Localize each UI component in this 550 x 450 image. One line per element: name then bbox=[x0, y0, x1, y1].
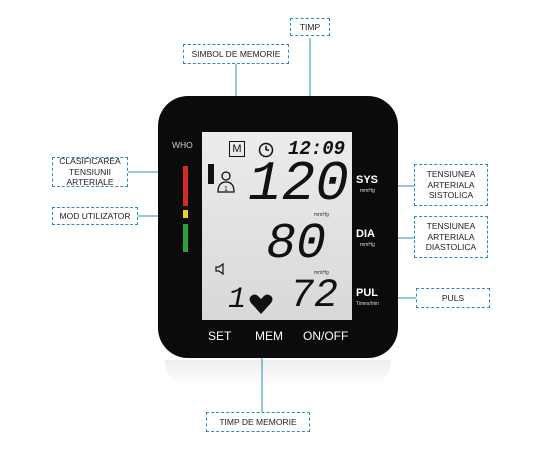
pul-label: PUL bbox=[356, 287, 378, 299]
mem-button[interactable]: MEM bbox=[255, 329, 283, 343]
callout-mod-utilizator: MOD UTILIZATOR bbox=[52, 207, 138, 225]
who-bar-yellow bbox=[183, 210, 188, 218]
onoff-button[interactable]: ON/OFF bbox=[303, 329, 349, 343]
systolic-unit: mmHg bbox=[314, 212, 329, 218]
callout-simbol-memorie: SIMBOL DE MEMORIE bbox=[183, 44, 289, 64]
callout-clasificarea: CLASIFICAREA TENSIUNII ARTERIALE bbox=[52, 156, 128, 187]
who-bar-green bbox=[183, 224, 188, 252]
sys-label: SYS bbox=[356, 174, 379, 186]
callout-timp-memorie: TIMP DE MEMORIE bbox=[206, 412, 310, 432]
dia-label: DIA bbox=[356, 228, 375, 240]
callout-sistolica: TENSIUNEA ARTERIALA SISTOLICA bbox=[414, 164, 488, 206]
time-display: 12:09 bbox=[288, 138, 346, 160]
diastolic-unit: mmHg bbox=[314, 270, 329, 276]
callout-timp: TIMP bbox=[290, 18, 330, 36]
memory-symbol: M bbox=[229, 141, 245, 157]
callout-puls: PULS bbox=[416, 288, 490, 308]
pulse-value: 72 bbox=[290, 274, 339, 319]
pul-unit: Times/min bbox=[356, 301, 379, 307]
clock-icon bbox=[258, 142, 274, 158]
set-button[interactable]: SET bbox=[208, 329, 232, 343]
dia-unit: mmHg bbox=[360, 242, 375, 248]
sys-unit: mmHg bbox=[360, 188, 375, 194]
diastolic-value: 80 bbox=[266, 216, 327, 273]
classification-indicator bbox=[208, 164, 214, 184]
systolic-value: 120 bbox=[248, 152, 349, 216]
device-reflection bbox=[165, 360, 391, 386]
lcd-screen bbox=[202, 132, 352, 320]
memory-index: 1 bbox=[228, 283, 247, 317]
user-mode-icon: 1 bbox=[217, 171, 235, 193]
callout-diastolica: TENSIUNEA ARTERIALA DIASTOLICA bbox=[414, 216, 488, 258]
who-label: WHO bbox=[172, 140, 193, 150]
speaker-icon bbox=[215, 262, 224, 276]
svg-text:1: 1 bbox=[224, 186, 228, 193]
who-bar-red bbox=[183, 166, 188, 206]
heart-icon bbox=[249, 294, 273, 314]
